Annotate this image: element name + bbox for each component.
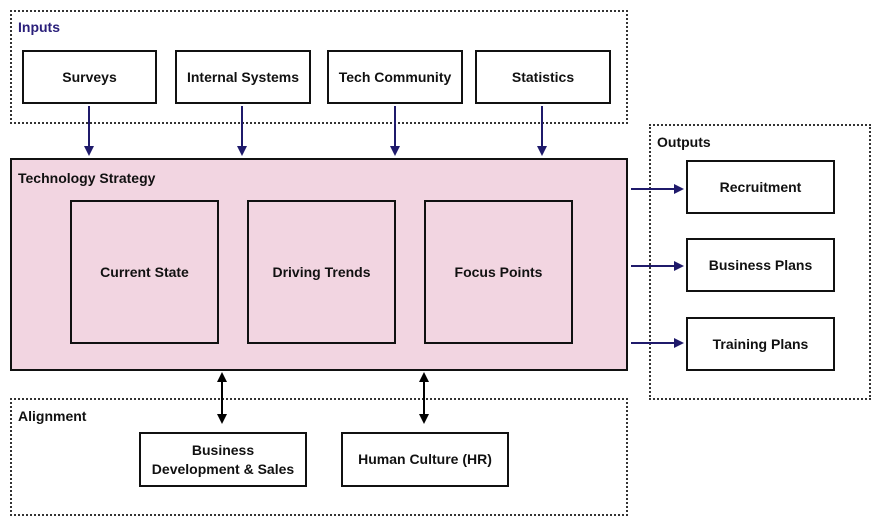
- current-state-box: Current State: [70, 200, 219, 344]
- tech-community-box: Tech Community: [327, 50, 463, 104]
- outputs-label: Outputs: [657, 134, 711, 150]
- outputs-group: [649, 124, 871, 400]
- surveys-box: Surveys: [22, 50, 157, 104]
- technology-strategy-label: Technology Strategy: [18, 170, 156, 186]
- business-development-sales-box: Business Development & Sales: [139, 432, 307, 487]
- training-plans-box: Training Plans: [686, 317, 835, 371]
- alignment-group: [10, 398, 628, 516]
- recruitment-box: Recruitment: [686, 160, 835, 214]
- focus-points-box: Focus Points: [424, 200, 573, 344]
- inputs-label: Inputs: [18, 19, 60, 35]
- human-culture-hr-box: Human Culture (HR): [341, 432, 509, 487]
- inputs-group: [10, 10, 628, 124]
- internal-systems-box: Internal Systems: [175, 50, 311, 104]
- business-plans-box: Business Plans: [686, 238, 835, 292]
- driving-trends-box: Driving Trends: [247, 200, 396, 344]
- statistics-box: Statistics: [475, 50, 611, 104]
- alignment-label: Alignment: [18, 408, 87, 424]
